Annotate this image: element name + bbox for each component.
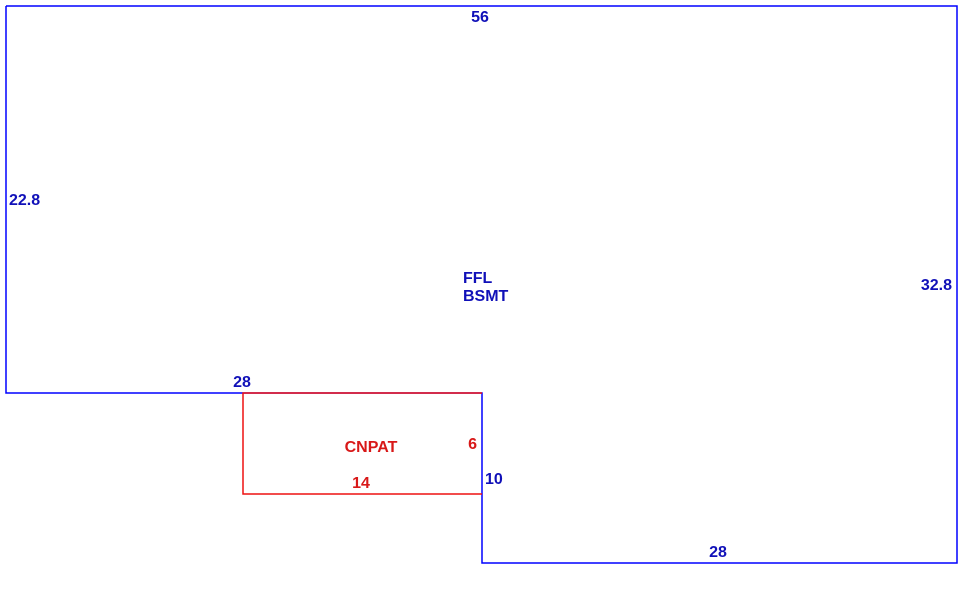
- patio-height-label: 6: [468, 436, 477, 453]
- dim-bottom-label: 28: [709, 544, 727, 561]
- dim-top-label: 56: [471, 9, 489, 26]
- dim-left-label: 22.8: [9, 192, 40, 209]
- patio-area-label: CNPAT: [345, 439, 398, 456]
- dim-inner-horizontal-label: 28: [233, 374, 251, 391]
- main-area-outline: [5, 5, 958, 564]
- main-area-label-line2: BSMT: [463, 288, 509, 305]
- main-area-label-line1: FFL: [463, 270, 493, 287]
- dim-inner-vertical-label: 10: [485, 471, 503, 488]
- patio-outline: [242, 392, 482, 495]
- patio-width-label: 14: [352, 475, 370, 492]
- dim-right-label: 32.8: [921, 277, 952, 294]
